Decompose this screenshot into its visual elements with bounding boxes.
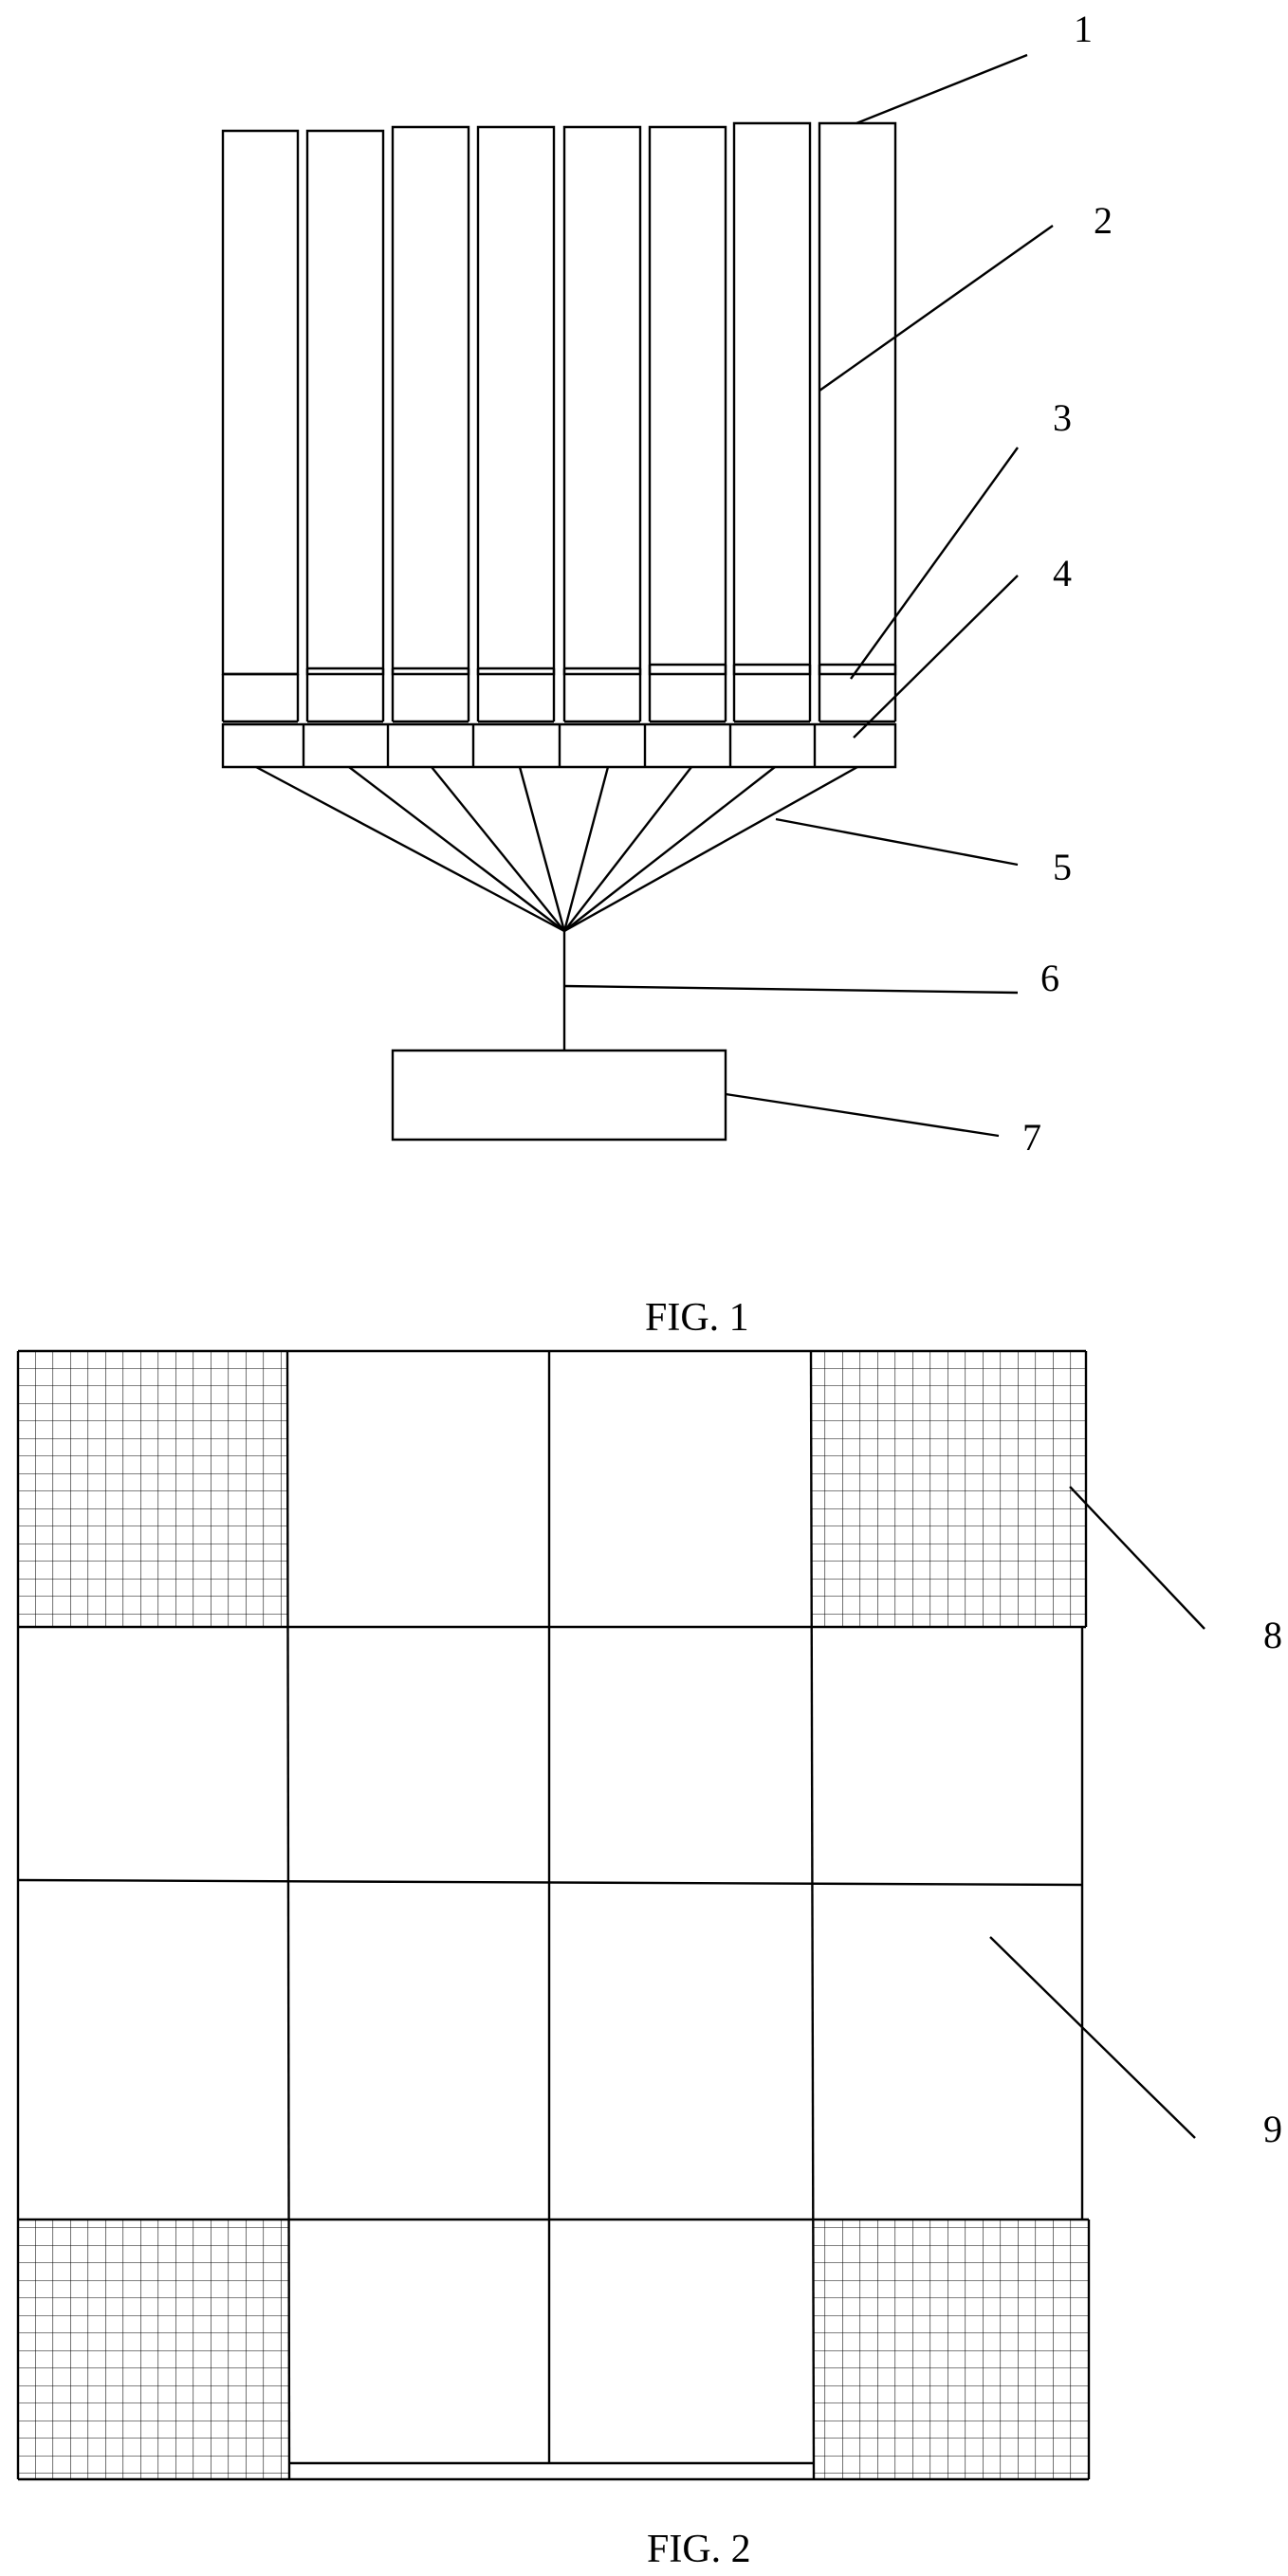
- figure-2-caption: FIG. 2: [647, 2528, 751, 2571]
- cell-2: [307, 131, 383, 674]
- ref-numeral-3: 3: [1053, 396, 1072, 439]
- ref-numeral-5: 5: [1053, 846, 1072, 888]
- cell-array: [223, 123, 895, 674]
- ref-numeral-7: 7: [1022, 1116, 1041, 1159]
- terminal-box: [393, 1050, 726, 1140]
- ref-numeral-4: 4: [1053, 552, 1072, 594]
- ref-numeral-9: 9: [1263, 2108, 1282, 2150]
- leader-9: [990, 1937, 1195, 2138]
- cell-7: [734, 123, 810, 674]
- ref-numeral-2: 2: [1094, 199, 1113, 242]
- figure-2: 8 9 FIG. 2: [18, 1351, 1282, 2571]
- wire-bundle: [256, 767, 857, 931]
- cell-6: [650, 127, 726, 674]
- ref-numeral-6: 6: [1040, 957, 1059, 999]
- cell-1: [223, 131, 298, 674]
- hatched-cell-bottom-right: [814, 2220, 1089, 2479]
- connector-bar: [223, 724, 895, 767]
- hatched-cell-bottom-left: [18, 2220, 289, 2479]
- cell-4: [478, 127, 554, 674]
- leader-8: [1070, 1487, 1205, 1629]
- hatched-cell-top-right: [811, 1351, 1086, 1627]
- figure-1: 1 2 3 4 5 6 7 FIG. 1: [223, 8, 1113, 1340]
- ref-numeral-1: 1: [1074, 8, 1093, 50]
- hatched-cell-top-left: [18, 1351, 287, 1627]
- cell-8: [819, 123, 895, 674]
- ref-numeral-8: 8: [1263, 1614, 1282, 1656]
- cell-5: [564, 127, 640, 674]
- figure-1-caption: FIG. 1: [645, 1296, 749, 1340]
- cell-3: [393, 127, 469, 674]
